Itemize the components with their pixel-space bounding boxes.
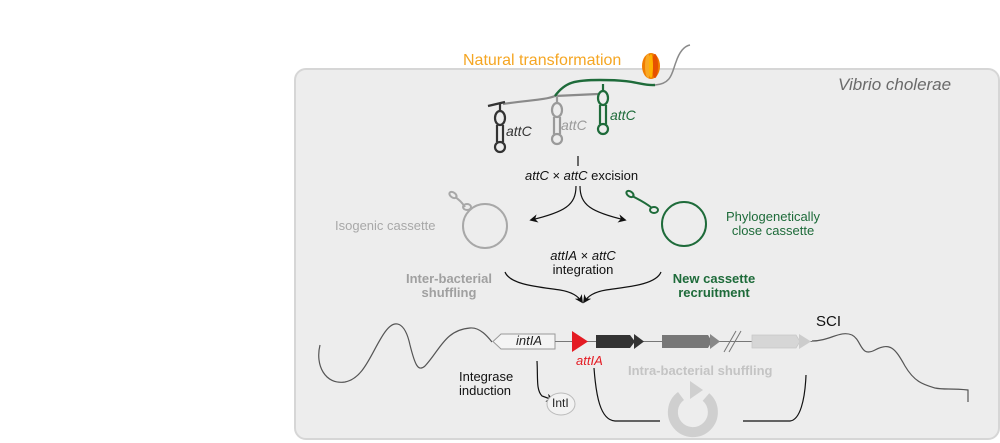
intra-bacterial-label: Intra-bacterial shuffling xyxy=(628,363,773,378)
incoming-dna-strand xyxy=(502,92,599,106)
excision-suffix: excision xyxy=(587,168,639,183)
dna-start-dark xyxy=(487,100,506,108)
attc-hairpin-grey-icon xyxy=(550,96,564,146)
intra-bracket-right xyxy=(743,374,807,422)
attc-light-triangle xyxy=(799,334,811,349)
new-cassette-label: New cassette recruitment xyxy=(664,271,764,301)
integration-arrow-left xyxy=(504,271,583,304)
integrase-induction-arrow xyxy=(536,360,555,402)
attia-site-icon xyxy=(572,331,588,352)
excision-arrow-left xyxy=(529,185,577,223)
attc-label-dark: attC xyxy=(506,123,532,139)
intia-gene-icon xyxy=(492,333,556,350)
phylogenetic-cassette-label: Phylogenetically close cassette xyxy=(718,209,828,239)
integration-label: attIA × attC integration xyxy=(533,248,633,278)
new-line2: recruitment xyxy=(678,285,750,301)
attc-label-green: attC xyxy=(610,107,636,123)
attc-hairpin-dark-icon xyxy=(493,104,507,154)
cassette-mid-icon xyxy=(662,335,712,348)
integrase-line1: Integrase xyxy=(459,369,514,384)
intI-protein-icon xyxy=(546,392,576,416)
integrase-line2: induction xyxy=(459,383,512,399)
phylo-line2: close cassette xyxy=(731,223,815,239)
integration-times: × xyxy=(577,248,592,263)
vibrio-cell-panel xyxy=(294,68,1000,440)
attc-dark-triangle xyxy=(634,334,644,349)
attc-mid-triangle xyxy=(710,334,720,349)
integration-arrow-right xyxy=(583,271,662,304)
chromosome-left xyxy=(318,323,493,383)
incoming-dna-green xyxy=(554,78,656,97)
integration-attc: attC xyxy=(591,248,616,263)
organism-label: Vibrio cholerae xyxy=(838,75,952,94)
integration-line1: attIA × attC xyxy=(533,248,633,263)
phylogenetic-cassette-icon xyxy=(625,189,707,247)
phylo-line1: Phylogenetically xyxy=(726,209,820,224)
excision-times: × xyxy=(548,168,564,183)
circular-shuffle-icon xyxy=(667,381,718,438)
isogenic-cassette-icon xyxy=(448,190,508,249)
isogenic-cassette-label: Isogenic cassette xyxy=(335,218,436,233)
integrase-induction-label: Integrase induction xyxy=(459,369,514,399)
inter-line2: shuffling xyxy=(421,285,477,301)
inter-line1: Inter-bacterial xyxy=(406,271,492,286)
integration-line2: integration xyxy=(552,262,614,278)
dna-tail xyxy=(654,44,691,86)
new-line1: New cassette xyxy=(672,271,756,286)
sci-label: SCI xyxy=(816,313,842,330)
excision-label: attC × attC excision xyxy=(525,168,639,183)
intI-label: IntI xyxy=(552,396,569,410)
excision-attc-1: attC xyxy=(525,168,549,183)
attia-label: attIA xyxy=(576,353,603,368)
excision-arrow-right xyxy=(579,185,627,223)
chromosome-right xyxy=(811,333,969,402)
inter-bacterial-label: Inter-bacterial shuffling xyxy=(394,271,504,301)
transformation-pore-icon xyxy=(642,53,660,79)
integration-attia: attIA xyxy=(550,248,578,263)
cassette-dark-icon xyxy=(596,335,635,348)
cassette-light-icon xyxy=(751,334,801,349)
excision-attc-2: attC xyxy=(563,168,588,183)
natural-transformation-label: Natural transformation xyxy=(463,52,622,69)
intia-gene-label: intIA xyxy=(516,333,543,348)
attc-hairpin-green-icon xyxy=(596,84,610,136)
attc-label-grey: attC xyxy=(561,117,587,133)
break-marks-icon xyxy=(723,330,742,353)
intra-bracket-left xyxy=(593,367,660,422)
